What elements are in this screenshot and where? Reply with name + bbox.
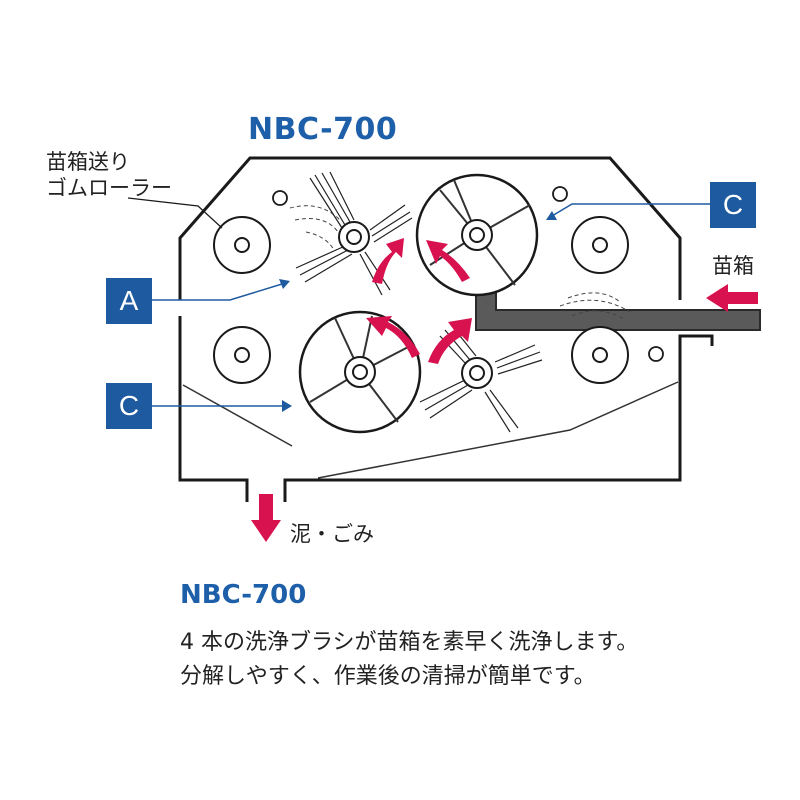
outlet-arrow bbox=[251, 494, 281, 542]
label-a: A bbox=[106, 278, 152, 324]
caption-line-1: 4 本の洗浄ブラシが苗箱を素早く洗浄します。 bbox=[180, 630, 639, 655]
idler-hole-2 bbox=[552, 186, 568, 202]
housing-lower bbox=[178, 316, 249, 502]
diagram-title: NBC-700 bbox=[248, 112, 398, 147]
roller-callout-line1: 苗箱送り bbox=[46, 150, 130, 174]
inlet-label: 苗箱 bbox=[712, 254, 754, 278]
caption-line-2: 分解しやすく、作業後の清掃が簡単です。 bbox=[180, 664, 596, 689]
roller-lower-left bbox=[213, 326, 271, 384]
leader-lines bbox=[152, 203, 710, 407]
rotation-arrow-3 bbox=[366, 316, 420, 358]
roller-upper-right bbox=[571, 216, 629, 274]
brush-disc-lower bbox=[298, 310, 422, 434]
roller-lower-right bbox=[571, 326, 629, 384]
bristle-brush-lower bbox=[419, 325, 543, 433]
idler-hole-1 bbox=[272, 190, 288, 206]
rotation-arrow-1 bbox=[372, 238, 404, 284]
idler-hole-3 bbox=[648, 346, 664, 362]
bristle-brush-upper bbox=[295, 171, 413, 296]
roller-callout-leader bbox=[127, 197, 223, 229]
rotation-arrow-4 bbox=[428, 318, 472, 364]
slope-right bbox=[317, 381, 679, 479]
roller-upper-left bbox=[213, 216, 271, 274]
caption-title: NBC-700 bbox=[180, 580, 307, 610]
label-c-lower: C bbox=[106, 383, 152, 429]
outlet-label: 泥・ごみ bbox=[290, 522, 374, 546]
leader-arrowheads bbox=[279, 211, 557, 412]
label-c-upper: C bbox=[710, 182, 756, 228]
rotation-arrows bbox=[366, 238, 472, 364]
housing-lower-right bbox=[283, 334, 714, 502]
inlet-arrow bbox=[706, 284, 758, 312]
brush-disc-upper bbox=[415, 173, 539, 297]
rotation-arrow-2 bbox=[426, 240, 470, 282]
slope-left bbox=[182, 384, 293, 447]
housing-upper bbox=[178, 156, 682, 300]
roller-callout-line2: ゴムローラー bbox=[46, 176, 172, 200]
